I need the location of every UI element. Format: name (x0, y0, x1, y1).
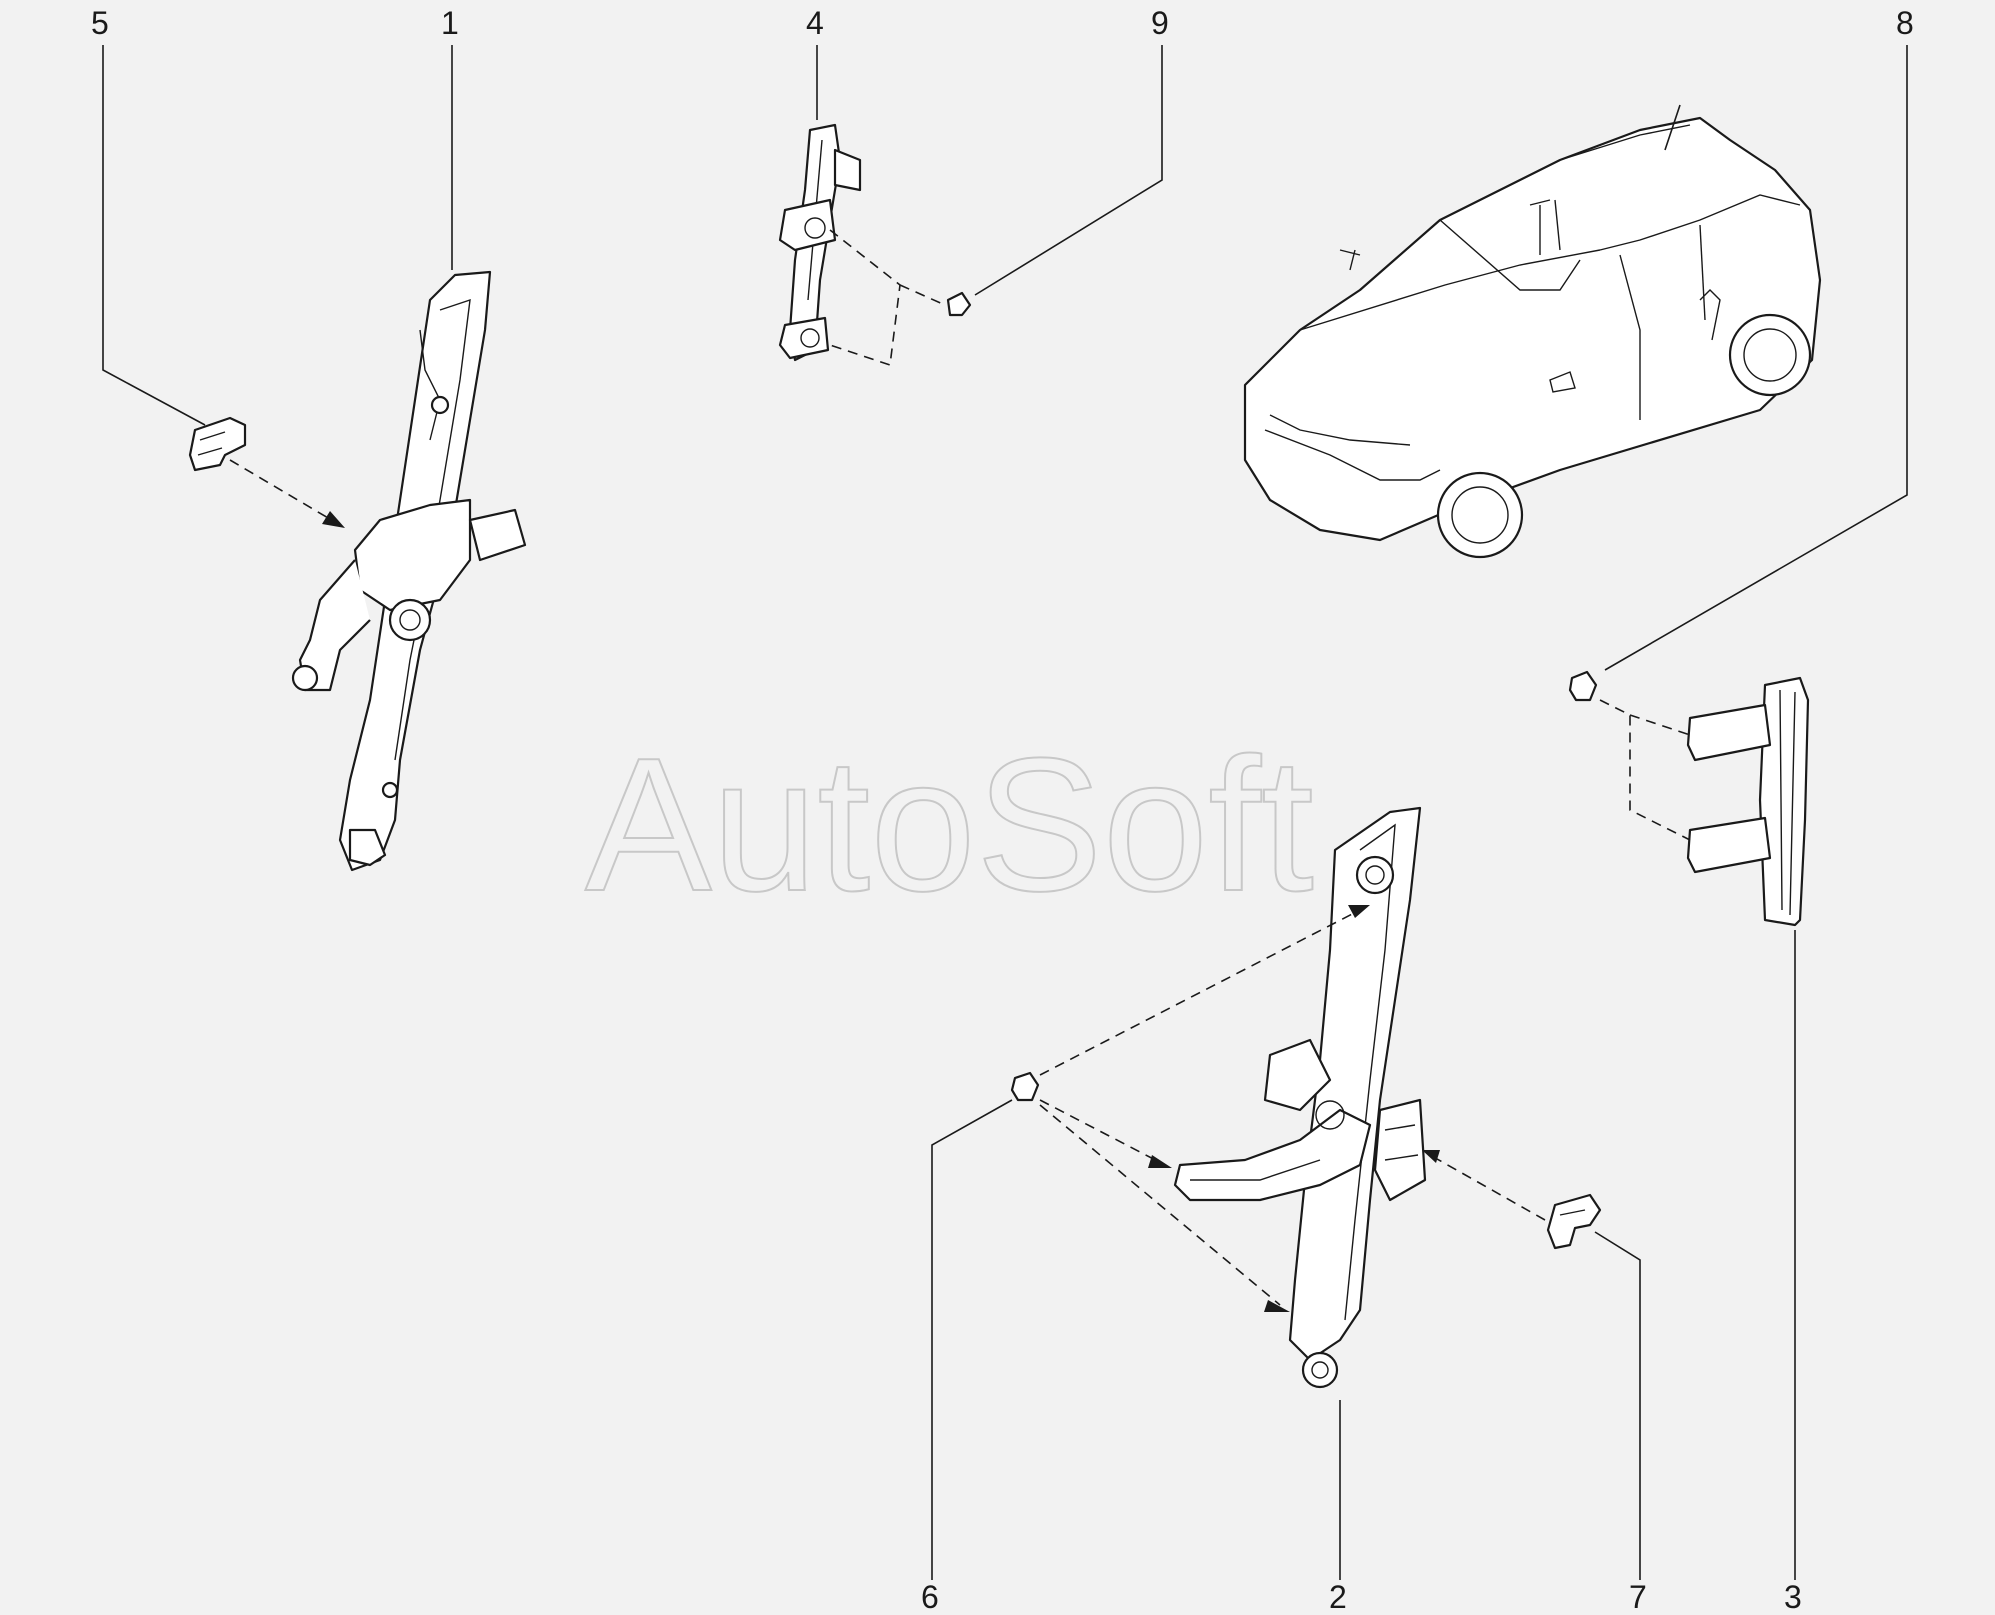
callout-7: 7 (1629, 1579, 1647, 1615)
callout-5: 5 (91, 5, 109, 41)
part-8-nut (1568, 670, 1598, 702)
watermark: AutoSoft (585, 719, 1314, 931)
callout-4: 4 (806, 5, 824, 41)
callout-2: 2 (1329, 1579, 1347, 1615)
car-illustration (1243, 104, 1822, 559)
part-6-nut (1010, 1071, 1040, 1102)
callout-9: 9 (1151, 5, 1169, 41)
part-4-guide-rail (778, 123, 862, 362)
part-5-clip (188, 416, 247, 472)
callout-1: 1 (441, 5, 459, 41)
callout-3: 3 (1784, 1579, 1802, 1615)
assembly-lines (229, 229, 1691, 1306)
leader-lines (102, 45, 1908, 1580)
part-2-regulator (1173, 806, 1427, 1389)
callout-6: 6 (921, 1579, 939, 1615)
callout-8: 8 (1896, 5, 1914, 41)
part-3-guide-rail (1686, 676, 1810, 927)
arrowheads (322, 511, 1440, 1312)
part-1-regulator-with-motor (291, 270, 527, 872)
part-9-nut (946, 291, 972, 317)
part-7-clip (1546, 1193, 1602, 1250)
callout-numbers: 5 1 4 9 8 6 2 7 3 (91, 5, 1914, 1615)
